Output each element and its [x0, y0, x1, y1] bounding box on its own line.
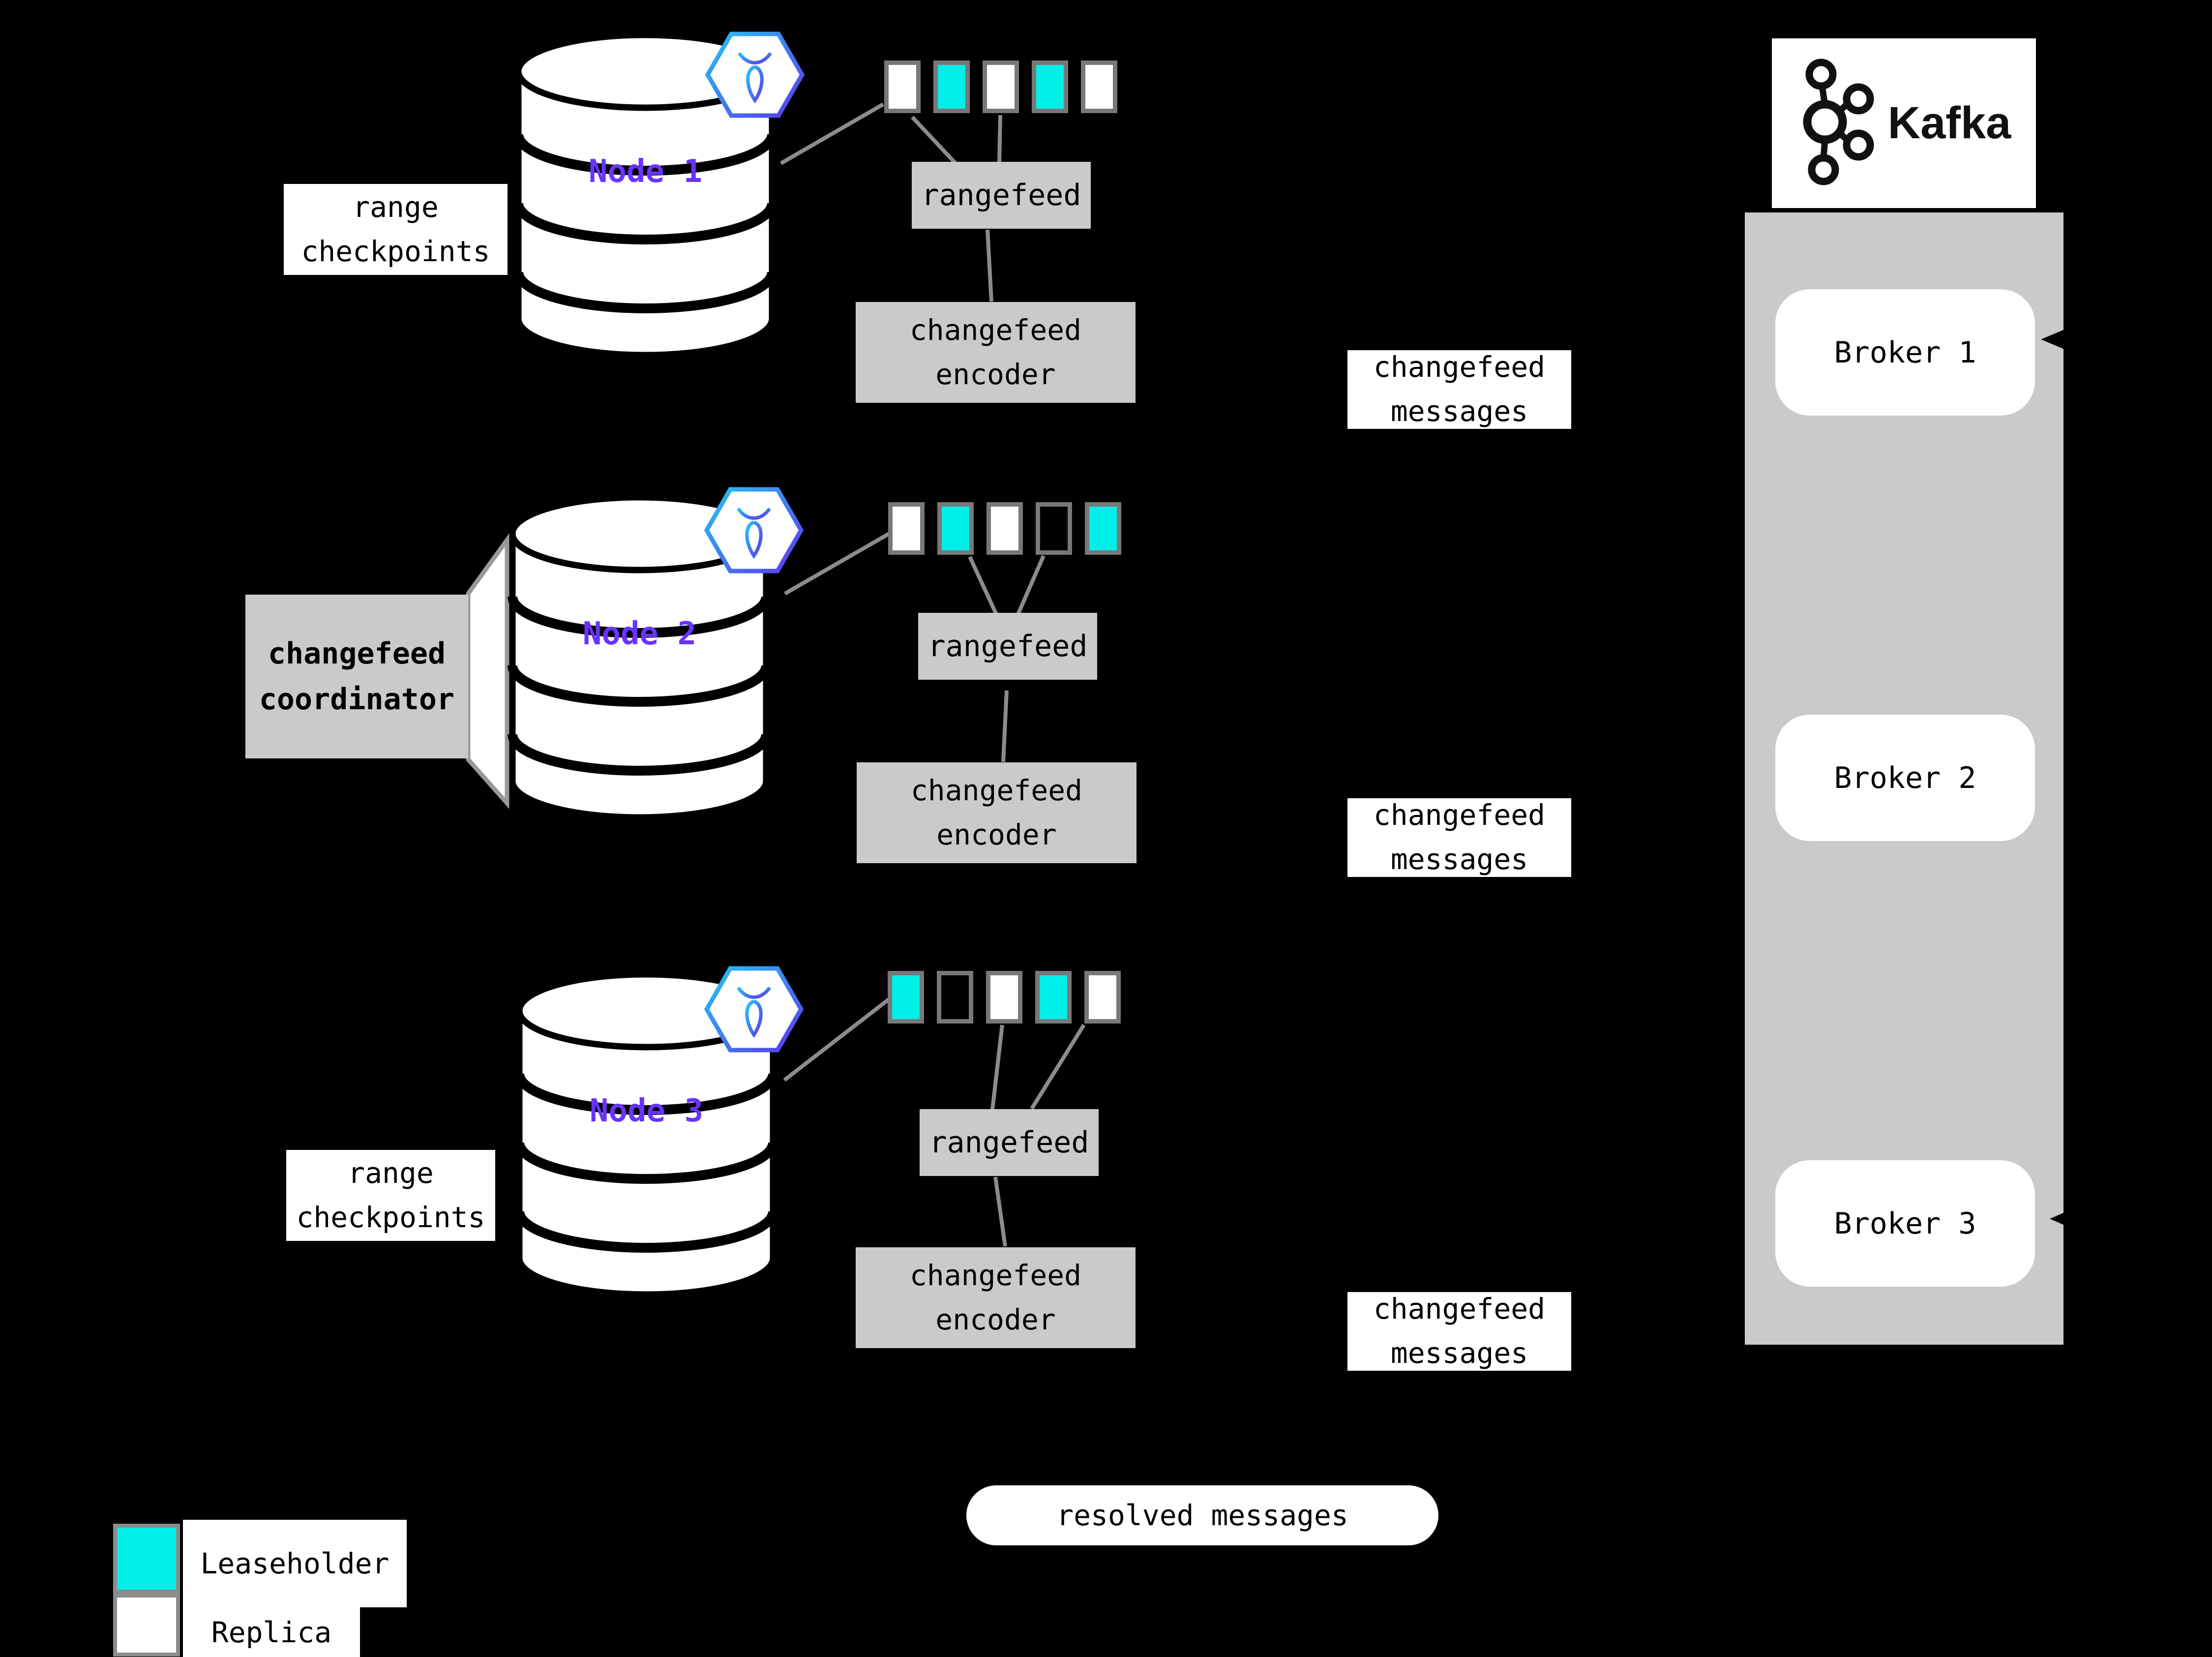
node1-label: Node 1 [588, 153, 703, 190]
coordinator-line2: coordinator [259, 682, 455, 717]
coordinator-flag-shape [466, 533, 509, 809]
range-checkpoints-label-1: range checkpoints [284, 184, 508, 275]
node3-ranges [888, 971, 1121, 1024]
messages-line1: changefeed [1373, 1292, 1546, 1326]
changefeed-coordinator-box: changefeed coordinator [245, 595, 468, 758]
range-checkpoints-line2: checkpoints [296, 1200, 485, 1234]
range-replica [983, 60, 1019, 113]
range-checkpoints-label-3: range checkpoints [286, 1150, 495, 1241]
range-replica [1081, 60, 1117, 113]
encoder-line1: changefeed [910, 773, 1083, 807]
cockroachdb-icon [708, 34, 802, 116]
arrowhead-broker1-icon [2041, 327, 2071, 352]
legend-leaseholder-label: Leaseholder [183, 1520, 407, 1607]
range-leaseholder [1085, 502, 1121, 555]
rangefeed-box-1: rangefeed [912, 162, 1091, 229]
range-replica [888, 502, 925, 555]
connector-lines [780, 102, 1086, 1247]
node1-ranges [884, 60, 1117, 113]
broker-1: Broker 1 [1775, 289, 2035, 416]
range-replica [986, 971, 1022, 1024]
node3-label: Node 3 [589, 1093, 704, 1129]
changefeed-messages-label-2: changefeed messages [1347, 798, 1571, 877]
range-replica [986, 502, 1023, 555]
kafka-logo-box: Kafka [1772, 38, 2036, 208]
range-checkpoints-line2: checkpoints [301, 234, 490, 268]
range-empty [937, 971, 973, 1024]
range-leaseholder [937, 502, 974, 555]
changefeed-encoder-box-2: changefeed encoder [857, 762, 1136, 863]
rangefeed-box-3: rangefeed [920, 1109, 1099, 1176]
range-leaseholder [888, 971, 924, 1024]
kafka-brand-text: Kafka [1887, 98, 2011, 148]
changefeed-messages-label-3: changefeed messages [1347, 1292, 1571, 1371]
kafka-icon [1803, 59, 1874, 185]
messages-line2: messages [1390, 394, 1528, 428]
broker-3: Broker 3 [1775, 1160, 2035, 1287]
cockroachdb-icon [707, 489, 801, 571]
broker-2: Broker 2 [1775, 715, 2035, 841]
rangefeed-box-2: rangefeed [918, 613, 1097, 680]
range-leaseholder [1035, 971, 1072, 1024]
range-replica [1084, 971, 1121, 1024]
legend-replica-swatch [113, 1594, 180, 1657]
changefeed-messages-label-1: changefeed messages [1347, 350, 1571, 429]
legend-leaseholder-swatch [113, 1524, 180, 1594]
changefeed-encoder-box-1: changefeed encoder [856, 302, 1136, 403]
range-replica [884, 60, 921, 113]
cockroachdb-icon [707, 968, 801, 1050]
encoder-line1: changefeed [909, 313, 1082, 347]
encoder-line2: encoder [936, 817, 1057, 851]
range-leaseholder [933, 60, 970, 113]
legend-replica-label: Replica [183, 1607, 360, 1657]
arrowhead-coordinator-icon [222, 665, 250, 690]
range-leaseholder [1032, 60, 1068, 113]
encoder-line2: encoder [935, 357, 1056, 391]
range-checkpoints-line1: range [353, 190, 439, 224]
messages-line1: changefeed [1373, 350, 1546, 384]
coordinator-line1: changefeed [268, 636, 446, 671]
range-empty [1036, 502, 1072, 555]
range-checkpoints-line1: range [348, 1156, 434, 1190]
arrowhead-broker3-icon [2050, 1209, 2072, 1229]
node2-label: Node 2 [582, 616, 697, 652]
messages-line2: messages [1390, 1336, 1528, 1370]
changefeed-encoder-box-3: changefeed encoder [856, 1247, 1136, 1348]
messages-line2: messages [1390, 843, 1528, 876]
encoder-line1: changefeed [909, 1258, 1082, 1292]
resolved-messages-label: resolved messages [966, 1485, 1438, 1545]
messages-line1: changefeed [1373, 798, 1546, 832]
encoder-line2: encoder [935, 1302, 1056, 1336]
node2-ranges [888, 502, 1121, 555]
